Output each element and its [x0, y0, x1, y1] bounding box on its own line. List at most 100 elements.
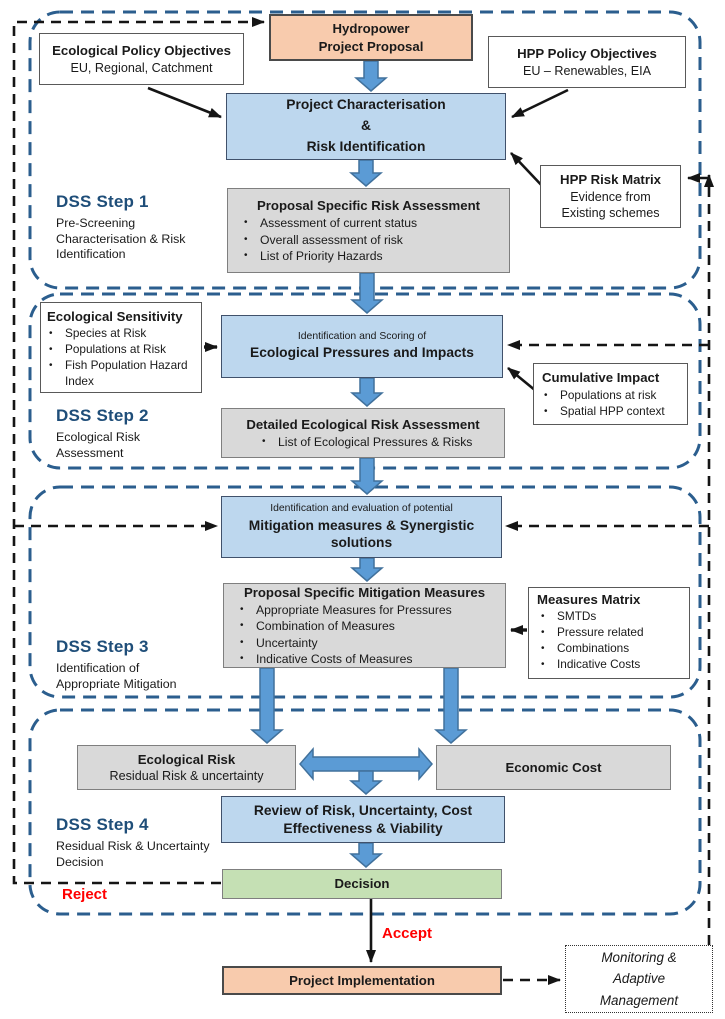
- bullet-text: Combination of Measures: [256, 619, 395, 634]
- bullet-text: Combinations: [557, 641, 630, 656]
- box-title-line: Risk Identification: [306, 138, 426, 154]
- box-title: Ecological Pressures and Impacts: [250, 345, 474, 361]
- hpp-risk-matrix-box: HPP Risk Matrix Evidence from Existing s…: [540, 165, 681, 228]
- bullet-icon: •: [244, 249, 248, 261]
- arrow-pressures-to-detailed: [349, 377, 385, 407]
- box-title: Proposal Specific Risk Assessment: [256, 197, 481, 213]
- step-title: DSS Step 3: [56, 637, 149, 656]
- ecological-risk-box: Ecological Risk Residual Risk & uncertai…: [77, 745, 296, 790]
- dss-step3-label: DSS Step 3: [56, 637, 149, 657]
- bullet-icon: •: [49, 328, 53, 340]
- box-title: Economic Cost: [505, 759, 602, 775]
- ecological-policy-objectives-box: Ecological Policy Objectives EU, Regiona…: [39, 33, 244, 85]
- bullet-item: • Uncertainty: [240, 635, 499, 651]
- monitoring-adaptive-management-box: Monitoring & Adaptive Management: [565, 945, 713, 1013]
- box-subtitle-line: Existing schemes: [561, 206, 660, 221]
- dss-step4-label: DSS Step 4: [56, 815, 149, 835]
- bullet-icon: •: [541, 627, 545, 639]
- arrow-proposal-to-characterisation: [353, 60, 389, 92]
- box-title: Proposal Specific Mitigation Measures: [243, 584, 486, 600]
- bullet-item: •Populations at risk: [544, 388, 681, 404]
- box-intro-text: Identification and evaluation of potenti…: [270, 502, 453, 514]
- bullet-text: Assessment of current status: [260, 216, 418, 231]
- box-title: Detailed Ecological Risk Assessment: [246, 416, 480, 432]
- accept-label: Accept: [382, 925, 433, 942]
- cumulative-impact-arrow: [507, 366, 537, 393]
- dss-step2-subtitle: Ecological Risk Assessment: [56, 430, 141, 460]
- bullet-item: •Appropriate Measures for Pressures: [240, 602, 499, 618]
- dss-step4-outline: [28, 708, 702, 916]
- bullet-icon: •: [262, 436, 266, 448]
- economic-cost-box: Economic Cost: [436, 745, 671, 790]
- box-title-line: Project Proposal: [318, 38, 424, 54]
- bullet-text: Indicative Costs: [557, 656, 641, 671]
- box-subtitle: EU, Regional, Catchment: [70, 60, 213, 75]
- ecological-pressures-box: Identification and Scoring of Ecological…: [221, 315, 503, 378]
- project-characterisation-box: Project Characterisation & Risk Identifi…: [226, 93, 506, 160]
- cumulative-impact-box: Cumulative Impact •Populations at risk •…: [533, 363, 688, 425]
- bullet-item: •Indicative Costs: [541, 657, 683, 673]
- box-title-line: Hydropower: [332, 21, 410, 37]
- hpp-policy-arrow: [511, 88, 569, 119]
- bullet-item: • List of Priority Hazards: [244, 248, 503, 264]
- bullet-icon: •: [544, 405, 548, 417]
- arrow-step1-to-step2: [349, 272, 385, 314]
- arrow-risk-cost-tradeoff: [299, 746, 433, 782]
- box-title-line: &: [361, 118, 371, 134]
- hydropower-proposal-box: Hydropower Project Proposal: [269, 14, 473, 61]
- dss-step1-subtitle: Pre-Screening Characterisation & Risk Id…: [56, 216, 186, 262]
- box-title: Measures Matrix: [537, 592, 641, 607]
- detailed-ecological-risk-box: Detailed Ecological Risk Assessment • Lis…: [221, 408, 505, 458]
- eco-policy-arrow: [147, 86, 222, 119]
- box-title: Project Implementation: [289, 972, 435, 988]
- bullet-text: SMTDs: [557, 609, 597, 624]
- box-title: Ecological Sensitivity: [47, 308, 183, 324]
- arrow-characterisation-to-assessment: [348, 159, 384, 187]
- bullet-icon: •: [244, 217, 248, 229]
- decision-box: Decision: [222, 869, 502, 899]
- step-title: DSS Step 2: [56, 406, 149, 425]
- step-title: DSS Step 4: [56, 815, 149, 834]
- bullet-text: Overall assessment of risk: [260, 232, 403, 247]
- box-title: HPP Policy Objectives: [517, 46, 657, 62]
- box-title: Monitoring & Adaptive Management: [599, 949, 679, 1008]
- bullet-text: Populations at Risk: [65, 341, 166, 356]
- hpp-policy-objectives-box: HPP Policy Objectives EU – Renewables, E…: [488, 36, 686, 88]
- bullet-text: Pressure related: [557, 625, 644, 640]
- box-title: Ecological Risk: [137, 751, 236, 767]
- bullet-text: Spatial HPP context: [560, 403, 665, 418]
- reject-label: Reject: [62, 886, 108, 903]
- bullet-item: • Pressure related: [541, 625, 683, 641]
- bullet-item: •Populations at Risk: [49, 342, 195, 358]
- ecological-sensitivity-box: Ecological Sensitivity •Species at Risk …: [40, 302, 202, 393]
- bullet-item: •Fish Population Hazard Index: [49, 358, 195, 390]
- bullet-icon: •: [49, 359, 53, 371]
- bullet-icon: •: [541, 611, 545, 623]
- bullet-text: Appropriate Measures for Pressures: [256, 603, 452, 618]
- bullet-icon: •: [240, 636, 244, 648]
- box-subtitle-line: Evidence from: [570, 189, 651, 204]
- bullet-text: List of Ecological Pressures & Risks: [278, 435, 473, 450]
- bullet-text: Indicative Costs of Measures: [256, 652, 413, 667]
- bullet-icon: •: [541, 643, 545, 655]
- bullet-text: Uncertainty: [256, 635, 318, 650]
- bullet-item: • SMTDs: [541, 609, 683, 625]
- bullet-item: • Combination of Measures: [240, 618, 499, 634]
- bullet-icon: •: [240, 620, 244, 632]
- bullet-text: Populations at risk: [560, 387, 657, 402]
- bullet-item: • List of Ecological Pressures & Risks: [262, 434, 498, 450]
- bullet-text: List of Priority Hazards: [260, 248, 383, 263]
- arrow-to-review: [348, 770, 384, 795]
- bullet-item: • Combinations: [541, 641, 683, 657]
- proposal-specific-mitigation-box: Proposal Specific Mitigation Measures •A…: [223, 583, 506, 668]
- arrow-review-to-decision: [348, 842, 384, 868]
- reject-feedback-line: [12, 17, 265, 885]
- box-title: HPP Risk Matrix: [560, 172, 661, 188]
- box-title: Review of Risk, Uncertainty, Cost Effect…: [253, 802, 473, 836]
- mitigation-measures-box: Identification and evaluation of potenti…: [221, 496, 502, 558]
- bullet-item: • Assessment of current status: [244, 215, 503, 231]
- box-title: Decision: [334, 876, 390, 892]
- step-title: DSS Step 1: [56, 192, 149, 211]
